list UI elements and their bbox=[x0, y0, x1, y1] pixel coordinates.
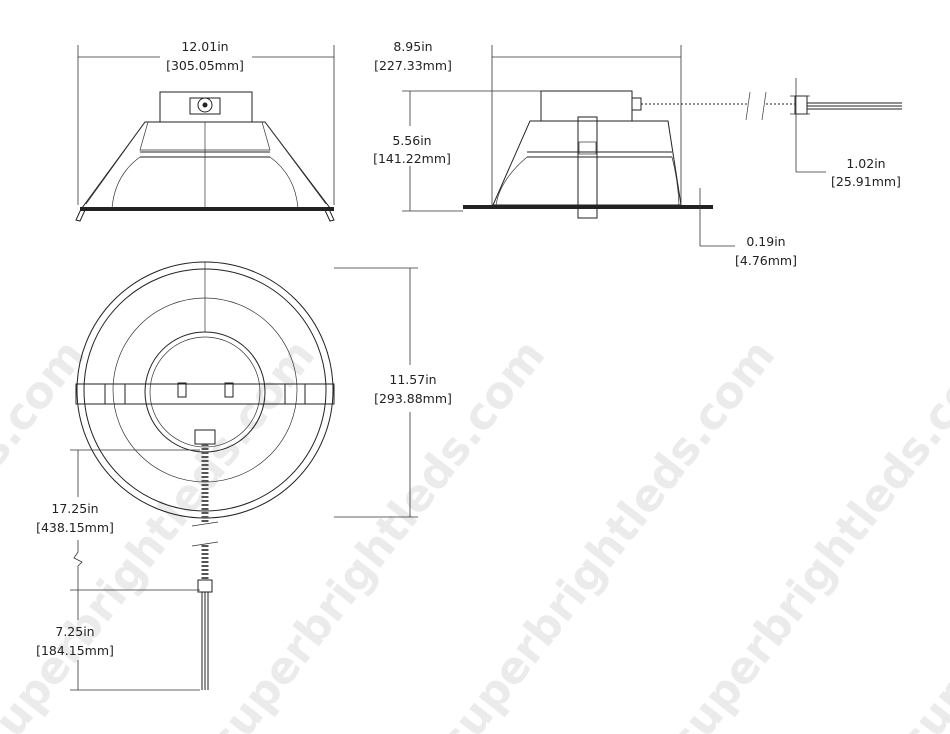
conduit-length-mm: [438.15mm] bbox=[36, 520, 114, 535]
flange-thickness-mm: [4.76mm] bbox=[735, 253, 797, 268]
side-view: 8.95in [227.33mm] 5.56in [141.22mm] 1.02… bbox=[373, 39, 902, 268]
conduit-length-in: 17.25in bbox=[51, 501, 98, 516]
watermark: superbrightleds.comsuperbrightleds.comsu… bbox=[0, 330, 950, 734]
height-mm: [141.22mm] bbox=[373, 151, 451, 166]
diameter-mm: [293.88mm] bbox=[374, 391, 452, 406]
plan-view: 11.57in [293.88mm] 17.25in [438.15mm] 7.… bbox=[36, 261, 452, 691]
flange-thickness-in: 0.19in bbox=[746, 234, 785, 249]
housing-width-mm: [227.33mm] bbox=[374, 58, 452, 73]
front-view: 12.01in [305.05mm] bbox=[75, 39, 335, 222]
height-in: 5.56in bbox=[392, 133, 431, 148]
housing-width-in: 8.95in bbox=[393, 39, 432, 54]
connector-height-mm: [25.91mm] bbox=[831, 174, 901, 189]
overall-width-mm: [305.05mm] bbox=[166, 58, 244, 73]
connector-height-in: 1.02in bbox=[846, 156, 885, 171]
wire-length-in: 7.25in bbox=[55, 624, 94, 639]
wire-length-mm: [184.15mm] bbox=[36, 643, 114, 658]
diameter-in: 11.57in bbox=[389, 372, 436, 387]
overall-width-in: 12.01in bbox=[181, 39, 228, 54]
